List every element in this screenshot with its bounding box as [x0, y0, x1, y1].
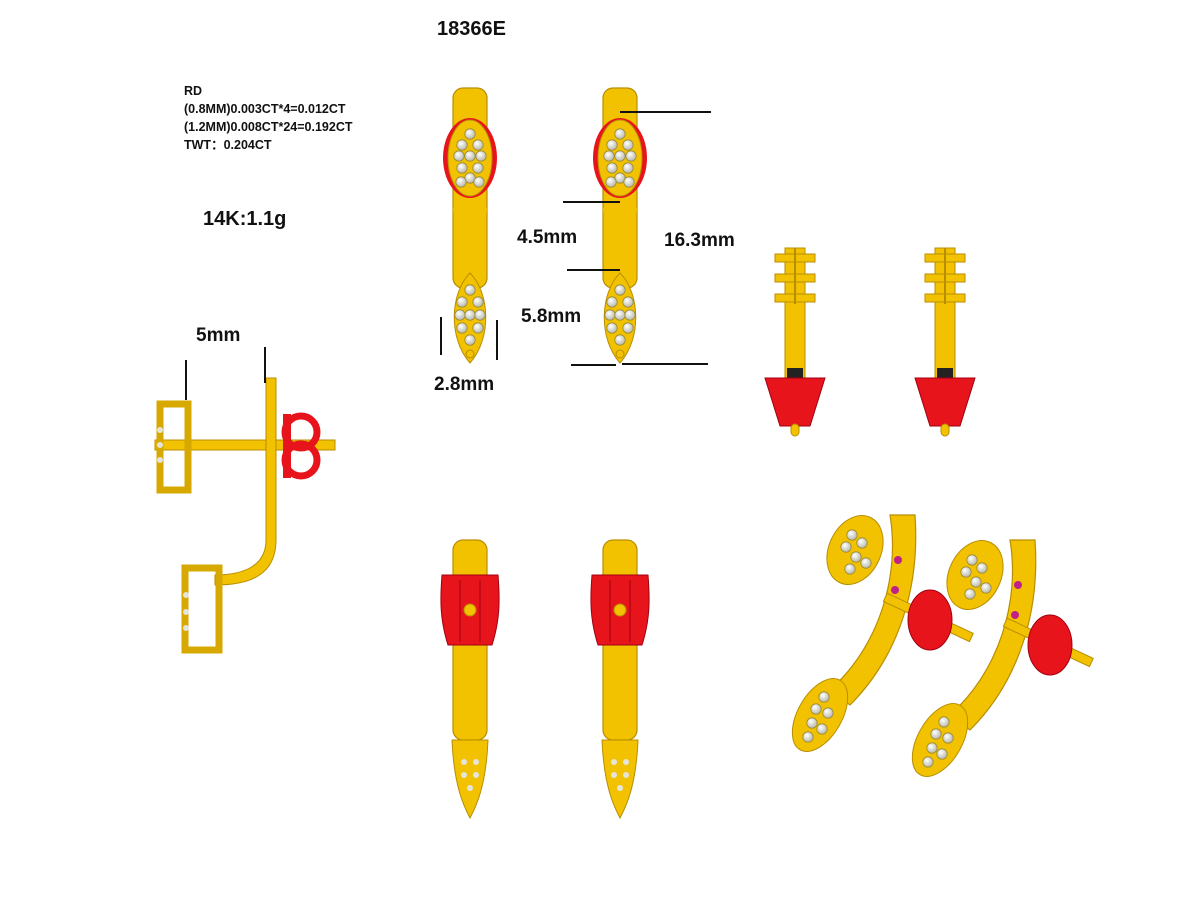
- dim-label-side-width: 5mm: [196, 325, 241, 346]
- dim-label-total-length: 16.3mm: [664, 230, 735, 251]
- metal-weight: 14K:1.1g: [203, 208, 287, 230]
- dim-label-top-cluster: 4.5mm: [517, 227, 578, 248]
- model-code: 18366E: [437, 18, 506, 40]
- side-view-earring: [154, 377, 336, 654]
- post-view-earring-right: [914, 247, 976, 437]
- stone-spec-block: RD (0.8MM)0.003CT*4=0.012CT (1.2MM)0.008…: [184, 82, 352, 154]
- perspective-view-earring-front: [901, 531, 1093, 785]
- stone-spec-line: (0.8MM)0.003CT*4=0.012CT: [184, 102, 346, 116]
- front-view-earring-right: [593, 88, 647, 363]
- post-view-earring-left: [764, 247, 826, 437]
- back-view-earring-left: [440, 539, 500, 819]
- dim-label-front-width: 2.8mm: [434, 374, 495, 395]
- back-view-earring-right: [590, 539, 650, 819]
- stone-spec-title: RD: [184, 84, 203, 98]
- front-view-earring-left: [443, 88, 497, 363]
- stone-spec-line: (1.2MM)0.008CT*24=0.192CT: [184, 120, 353, 134]
- stone-spec-total: TWT：0.204CT: [184, 138, 272, 152]
- dimension-lines: [185, 111, 711, 400]
- dim-label-bottom-cluster: 5.8mm: [521, 306, 582, 327]
